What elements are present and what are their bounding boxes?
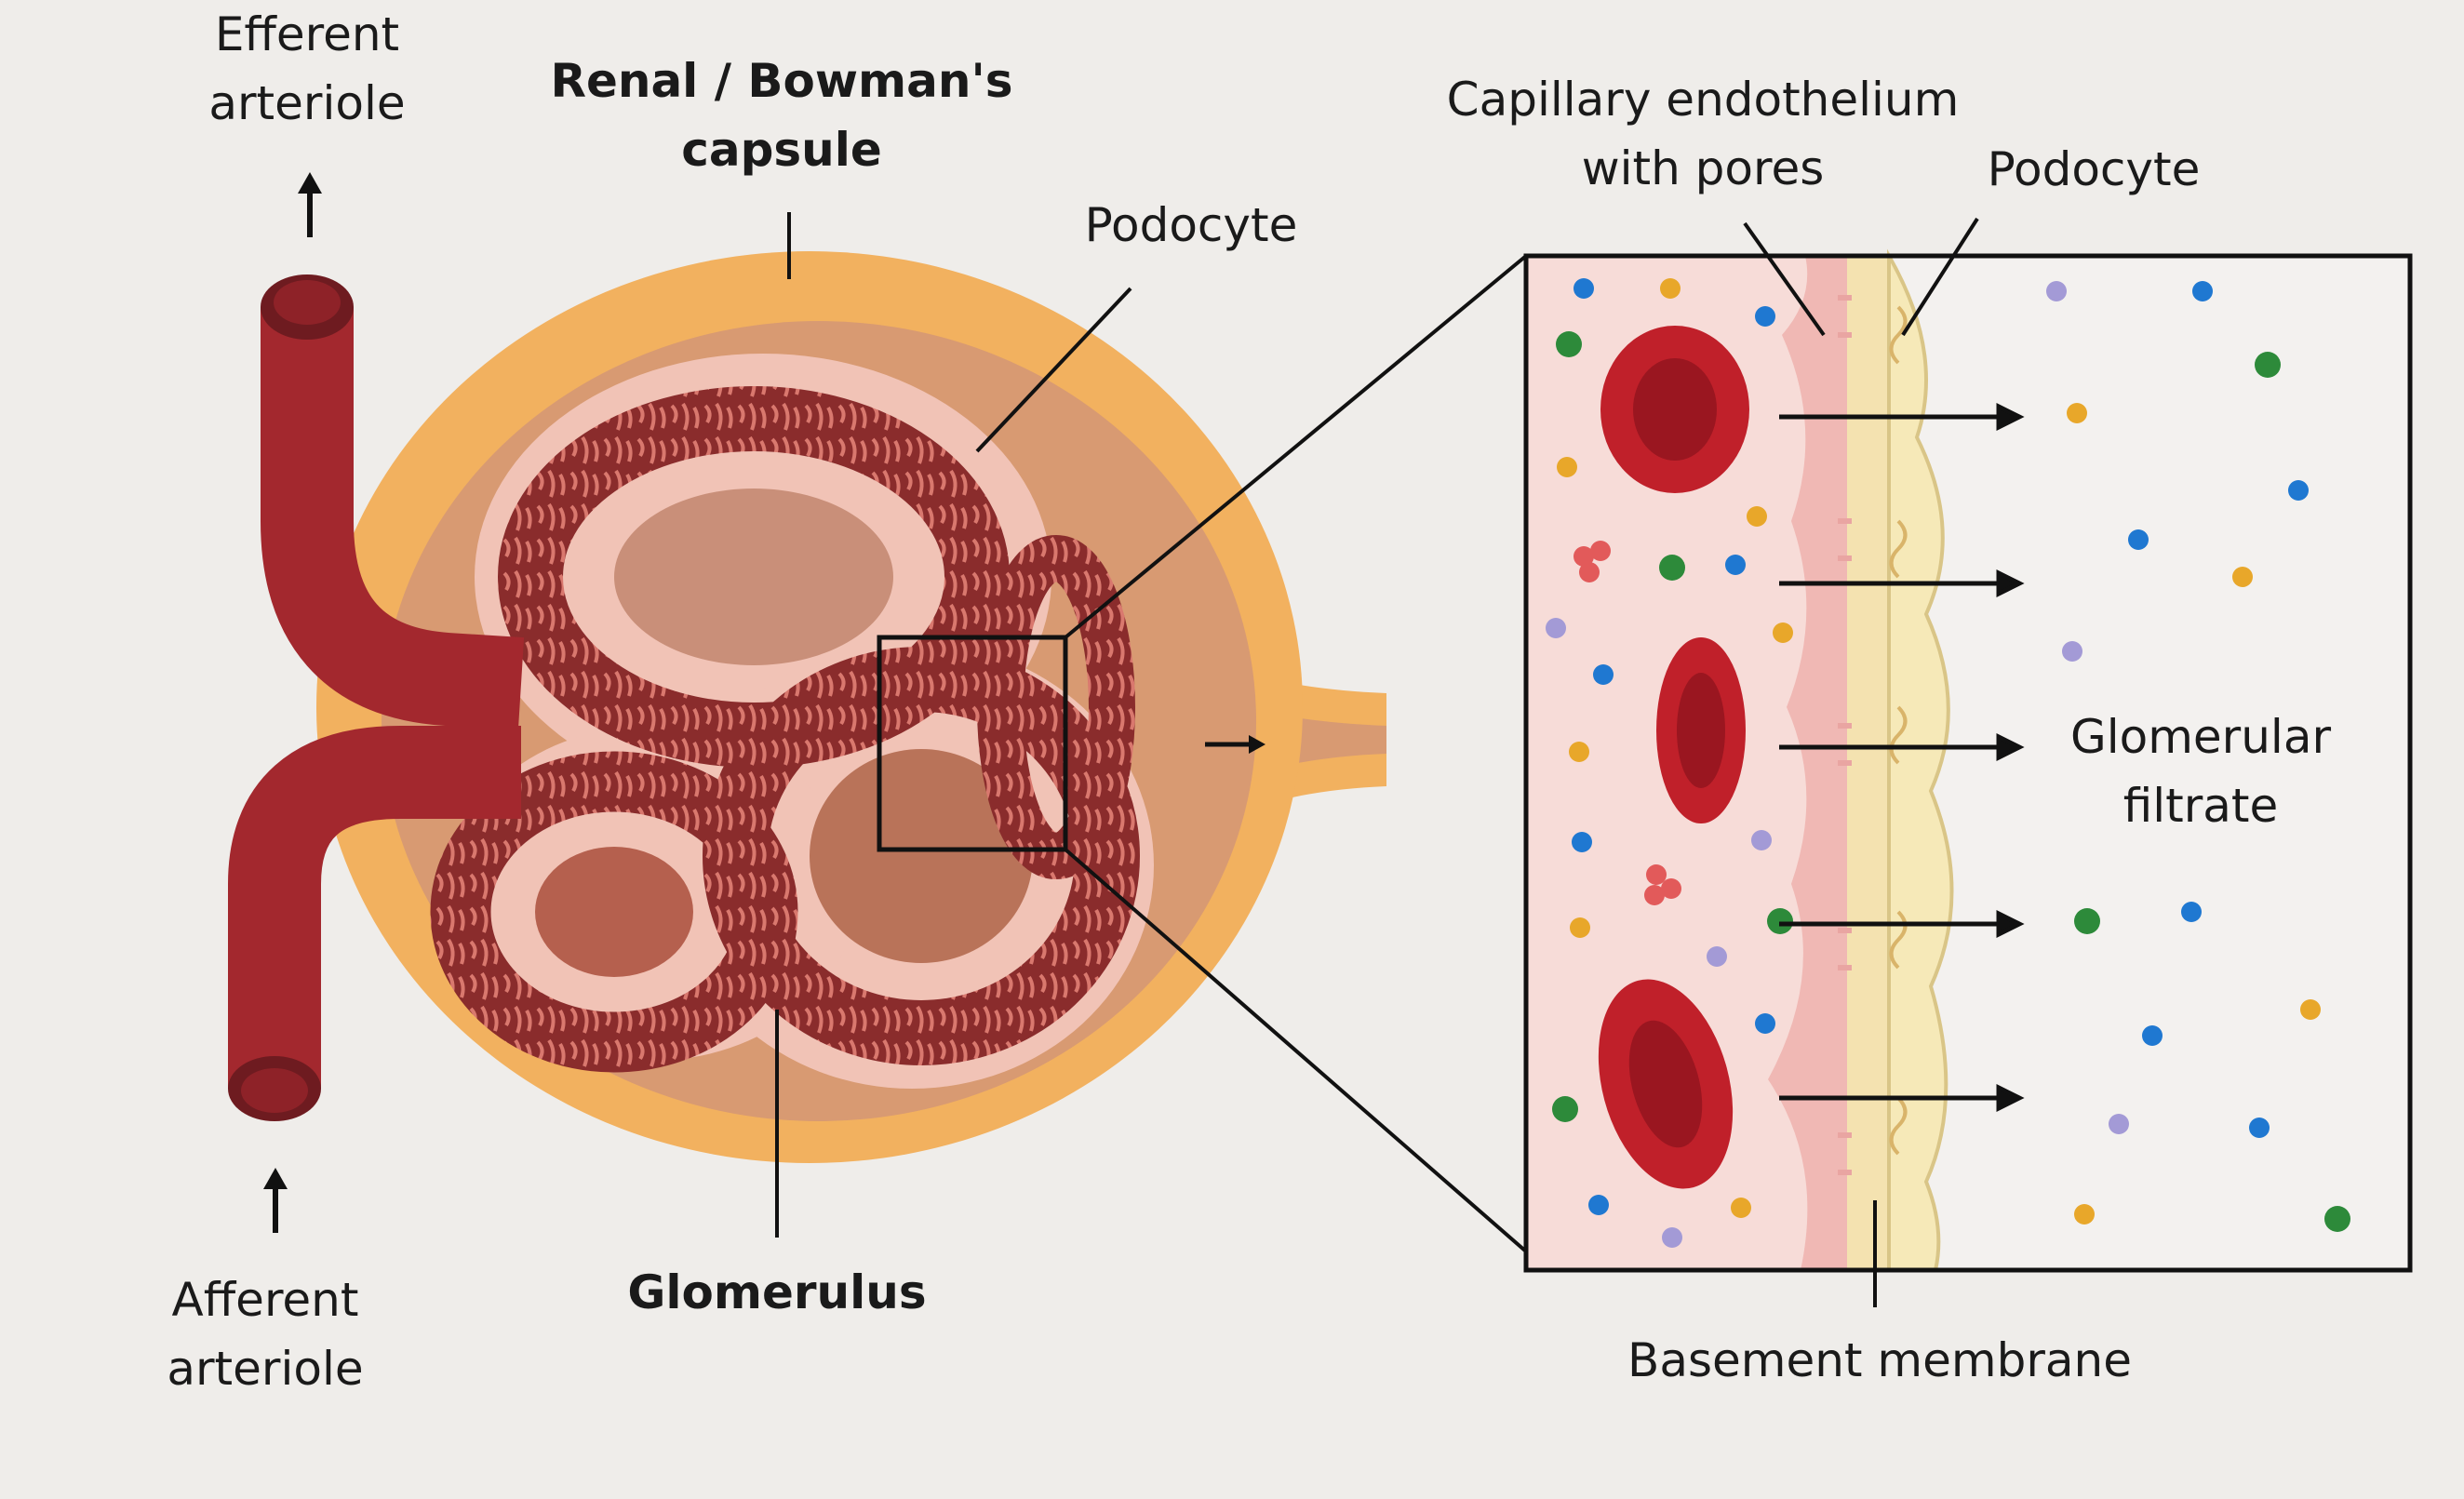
particles-blue xyxy=(1572,278,2309,1215)
glomerulus-tuft xyxy=(430,354,1154,1089)
right-arrow-icon xyxy=(1205,735,1265,754)
label-podocyte-left: Podocyte xyxy=(1084,198,1298,252)
label-glomerulus: Glomerulus xyxy=(627,1265,927,1319)
label-capillary-endothelium: Capillary endothelium with pores xyxy=(1446,73,1960,195)
podocyte-pointer-right xyxy=(1901,217,1979,337)
particles-purple xyxy=(1546,281,2129,1248)
filtration-arrows xyxy=(1779,402,2025,1113)
label-afferent-arteriole: Afferent arteriole xyxy=(167,1273,364,1396)
filtration-detail-box xyxy=(1523,248,2413,1273)
red-blood-cells xyxy=(1598,326,1749,1189)
afferent-arteriole xyxy=(228,726,521,1121)
podocyte-pointer-left xyxy=(975,287,1132,453)
zoom-line-bottom xyxy=(1064,848,1528,1253)
zoom-source-box xyxy=(877,635,1068,852)
label-glomerular-filtrate: Glomerular filtrate xyxy=(2069,710,2332,833)
particles-yellow xyxy=(1557,278,2321,1225)
endothelium-pointer xyxy=(1743,221,1826,337)
label-podocyte-right: Podocyte xyxy=(1987,142,2201,196)
label-basement-membrane: Basement membrane xyxy=(1627,1333,2132,1387)
label-efferent-arteriole: Efferent arteriole xyxy=(208,7,406,130)
up-arrow-icon xyxy=(298,172,322,237)
up-arrow-icon xyxy=(263,1168,288,1233)
label-bowmans-capsule: Renal / Bowman's capsule xyxy=(550,54,1013,177)
efferent-arteriole xyxy=(261,274,525,730)
particles-green xyxy=(1552,331,2350,1232)
zoom-line-top xyxy=(1064,254,1528,639)
